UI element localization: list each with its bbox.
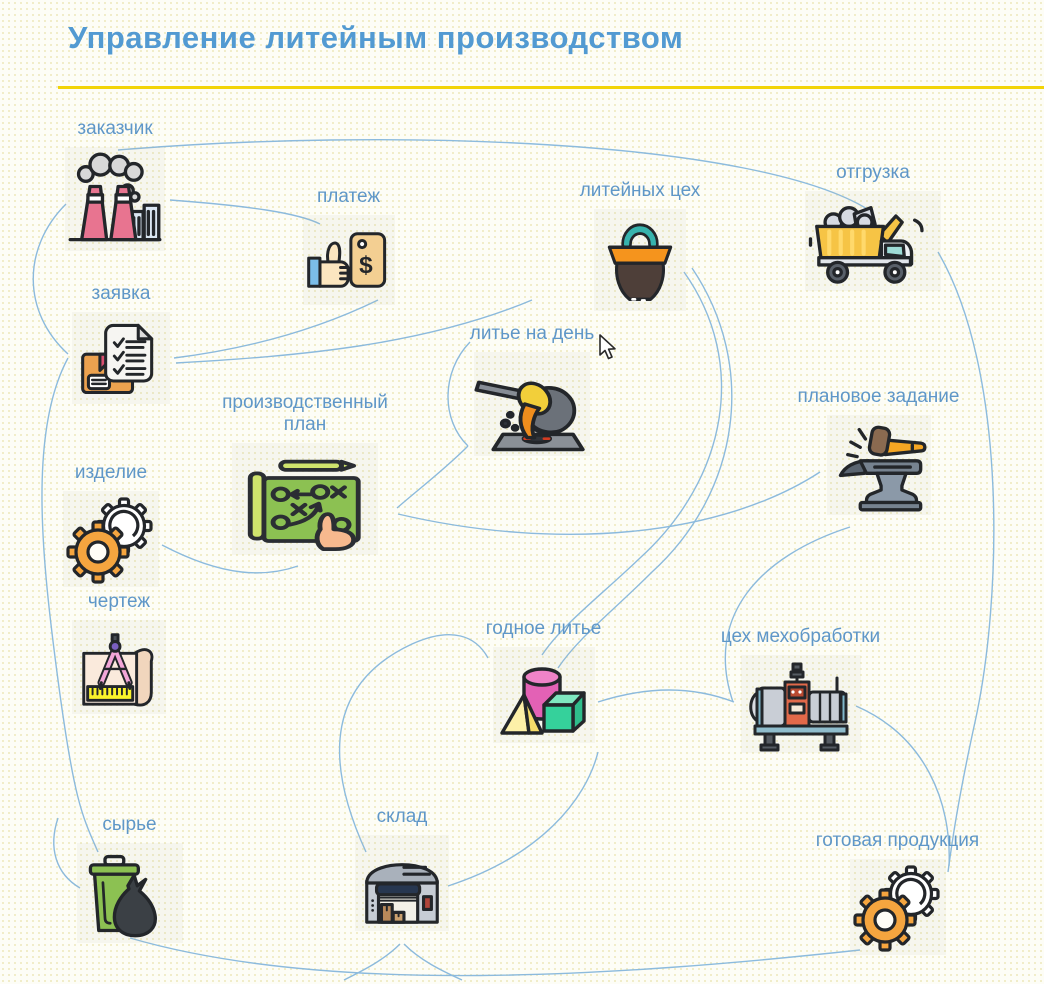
anvil-hammer-icon[interactable] — [826, 414, 931, 515]
node-label: литейных цех — [579, 180, 701, 201]
mouse-cursor-icon — [599, 334, 616, 360]
title-divider — [58, 86, 1044, 89]
node-liteynyh-ceh[interactable]: литейных цех — [565, 180, 715, 311]
node-label: чертеж — [87, 591, 151, 612]
factory-icon[interactable] — [65, 146, 165, 251]
node-label: литье на день — [469, 323, 595, 344]
warehouse-icon[interactable] — [355, 834, 449, 931]
node-label: производственный план — [222, 392, 388, 435]
gears-icon[interactable] — [63, 490, 159, 587]
node-syre[interactable]: сырье — [72, 814, 187, 943]
node-ceh-mehobrabotki[interactable]: цех мехобработки — [698, 626, 903, 753]
node-godnoe-lite[interactable]: годное литье — [476, 618, 611, 743]
node-chertezh[interactable]: чертеж — [64, 591, 174, 714]
node-label: заявка — [91, 283, 151, 304]
gears-icon[interactable] — [849, 858, 946, 955]
node-label: заказчик — [77, 118, 153, 139]
strategy-board-icon[interactable] — [232, 442, 378, 555]
trash-bag-icon[interactable] — [76, 842, 183, 943]
node-label: склад — [376, 806, 428, 827]
blueprint-compass-icon[interactable] — [72, 619, 166, 714]
node-label: годное литье — [485, 618, 602, 639]
order-checklist-icon[interactable] — [72, 311, 170, 404]
node-platezh[interactable]: платеж $ — [296, 186, 401, 305]
node-sklad[interactable]: склад — [348, 806, 456, 931]
geometric-shapes-icon[interactable] — [492, 646, 595, 743]
lathe-machine-icon[interactable] — [740, 654, 861, 753]
node-otgruzka[interactable]: отгрузка — [798, 162, 948, 291]
node-lite-na-den[interactable]: литье на день — [462, 323, 602, 456]
svg-text:$: $ — [359, 252, 373, 279]
node-zayavka[interactable]: заявка — [66, 283, 176, 404]
node-label: плановое задание — [797, 386, 960, 407]
node-label: цех мехобработки — [720, 626, 881, 647]
node-zakazchik[interactable]: заказчик — [60, 118, 170, 251]
node-izdelie[interactable]: изделие — [56, 462, 166, 587]
node-label: платеж — [316, 186, 381, 207]
node-label: готовая продукция — [815, 830, 980, 851]
node-gotovaya-produkciya[interactable]: готовая продукция — [790, 830, 1005, 955]
node-label: отгрузка — [836, 162, 910, 183]
page-title: Управление литейным производством — [68, 20, 684, 55]
node-label: изделие — [74, 462, 148, 483]
node-label: сырье — [102, 814, 157, 835]
pouring-ladle-icon[interactable] — [474, 351, 590, 456]
foundry-bucket-icon[interactable] — [594, 208, 686, 311]
node-planovoe-zadanie[interactable]: плановое задание — [786, 386, 971, 515]
dump-truck-icon[interactable] — [805, 190, 941, 291]
node-proizvodstvennyy-plan[interactable]: производственный план — [200, 392, 410, 555]
payment-icon[interactable]: $ — [302, 214, 395, 305]
